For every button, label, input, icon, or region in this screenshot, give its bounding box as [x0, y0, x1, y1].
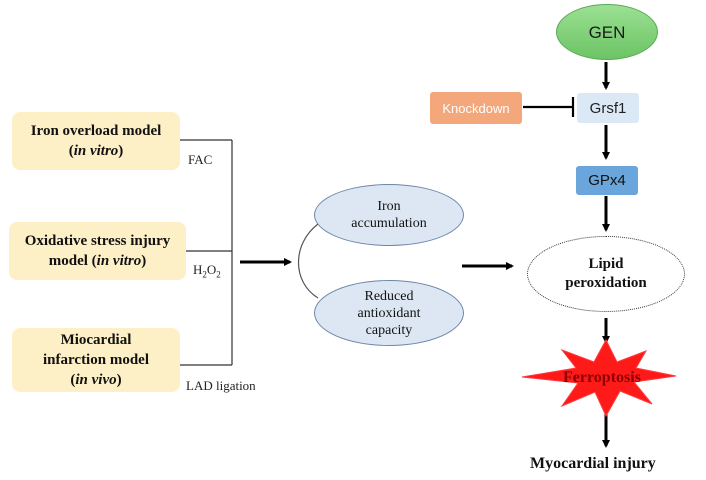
reduced-antioxidant-line1: Reduced [364, 288, 414, 304]
myocardial-infarction-model-title: Miocardial [60, 332, 132, 348]
iron-accumulation-line2: accumulation [351, 216, 427, 231]
oxidative-stress-model-condition: model (in vitro) [48, 253, 147, 269]
mechanism-link-curve [298, 223, 319, 299]
lipid-peroxidation-line1: Lipid [588, 256, 624, 272]
iron-accumulation-line1: Iron [377, 199, 401, 214]
myocardial-infarction-model-subtitle: infarction model [43, 352, 149, 368]
grsf1-label: Grsf1 [589, 99, 627, 117]
ferroptosis-label: Ferroptosis [563, 369, 641, 386]
ferroptosis-burst-shape [521, 338, 677, 418]
gpx4-box: GPx4 [576, 166, 638, 195]
iron-overload-model-box: Iron overload model (in vitro) [12, 112, 180, 170]
gen-ellipse: GEN [556, 4, 658, 60]
fac-label: FAC [188, 152, 213, 167]
lipid-peroxidation-ellipse: Lipid peroxidation [527, 236, 685, 312]
reduced-antioxidant-line3: capacity [365, 322, 413, 338]
h2o2-label: H2O2 [193, 262, 221, 280]
lad-ligation-label: LAD ligation [186, 378, 256, 393]
grsf1-box: Grsf1 [577, 93, 639, 123]
iron-accumulation-ellipse: Iron accumulation [314, 184, 464, 246]
iron-overload-model-title: Iron overload model [30, 123, 162, 139]
oxidative-stress-model-title: Oxidative stress injury [24, 233, 171, 249]
reduced-antioxidant-ellipse: Reduced antioxidant capacity [314, 280, 464, 346]
iron-overload-model-condition: (in vitro) [68, 143, 124, 159]
gpx4-label: GPx4 [588, 172, 626, 189]
myocardial-infarction-model-condition: (in vivo) [70, 372, 122, 388]
gen-label: GEN [588, 22, 626, 42]
lipid-peroxidation-line2: peroxidation [565, 275, 647, 291]
knockdown-box: Knockdown [430, 92, 522, 124]
myocardial-infarction-model-box: Miocardial infarction model (in vivo) [12, 328, 180, 392]
oxidative-stress-model-box: Oxidative stress injury model (in vitro) [9, 222, 186, 280]
knockdown-label: Knockdown [442, 100, 510, 116]
myocardial-injury-label: Myocardial injury [530, 455, 656, 472]
reduced-antioxidant-line2: antioxidant [357, 305, 421, 321]
